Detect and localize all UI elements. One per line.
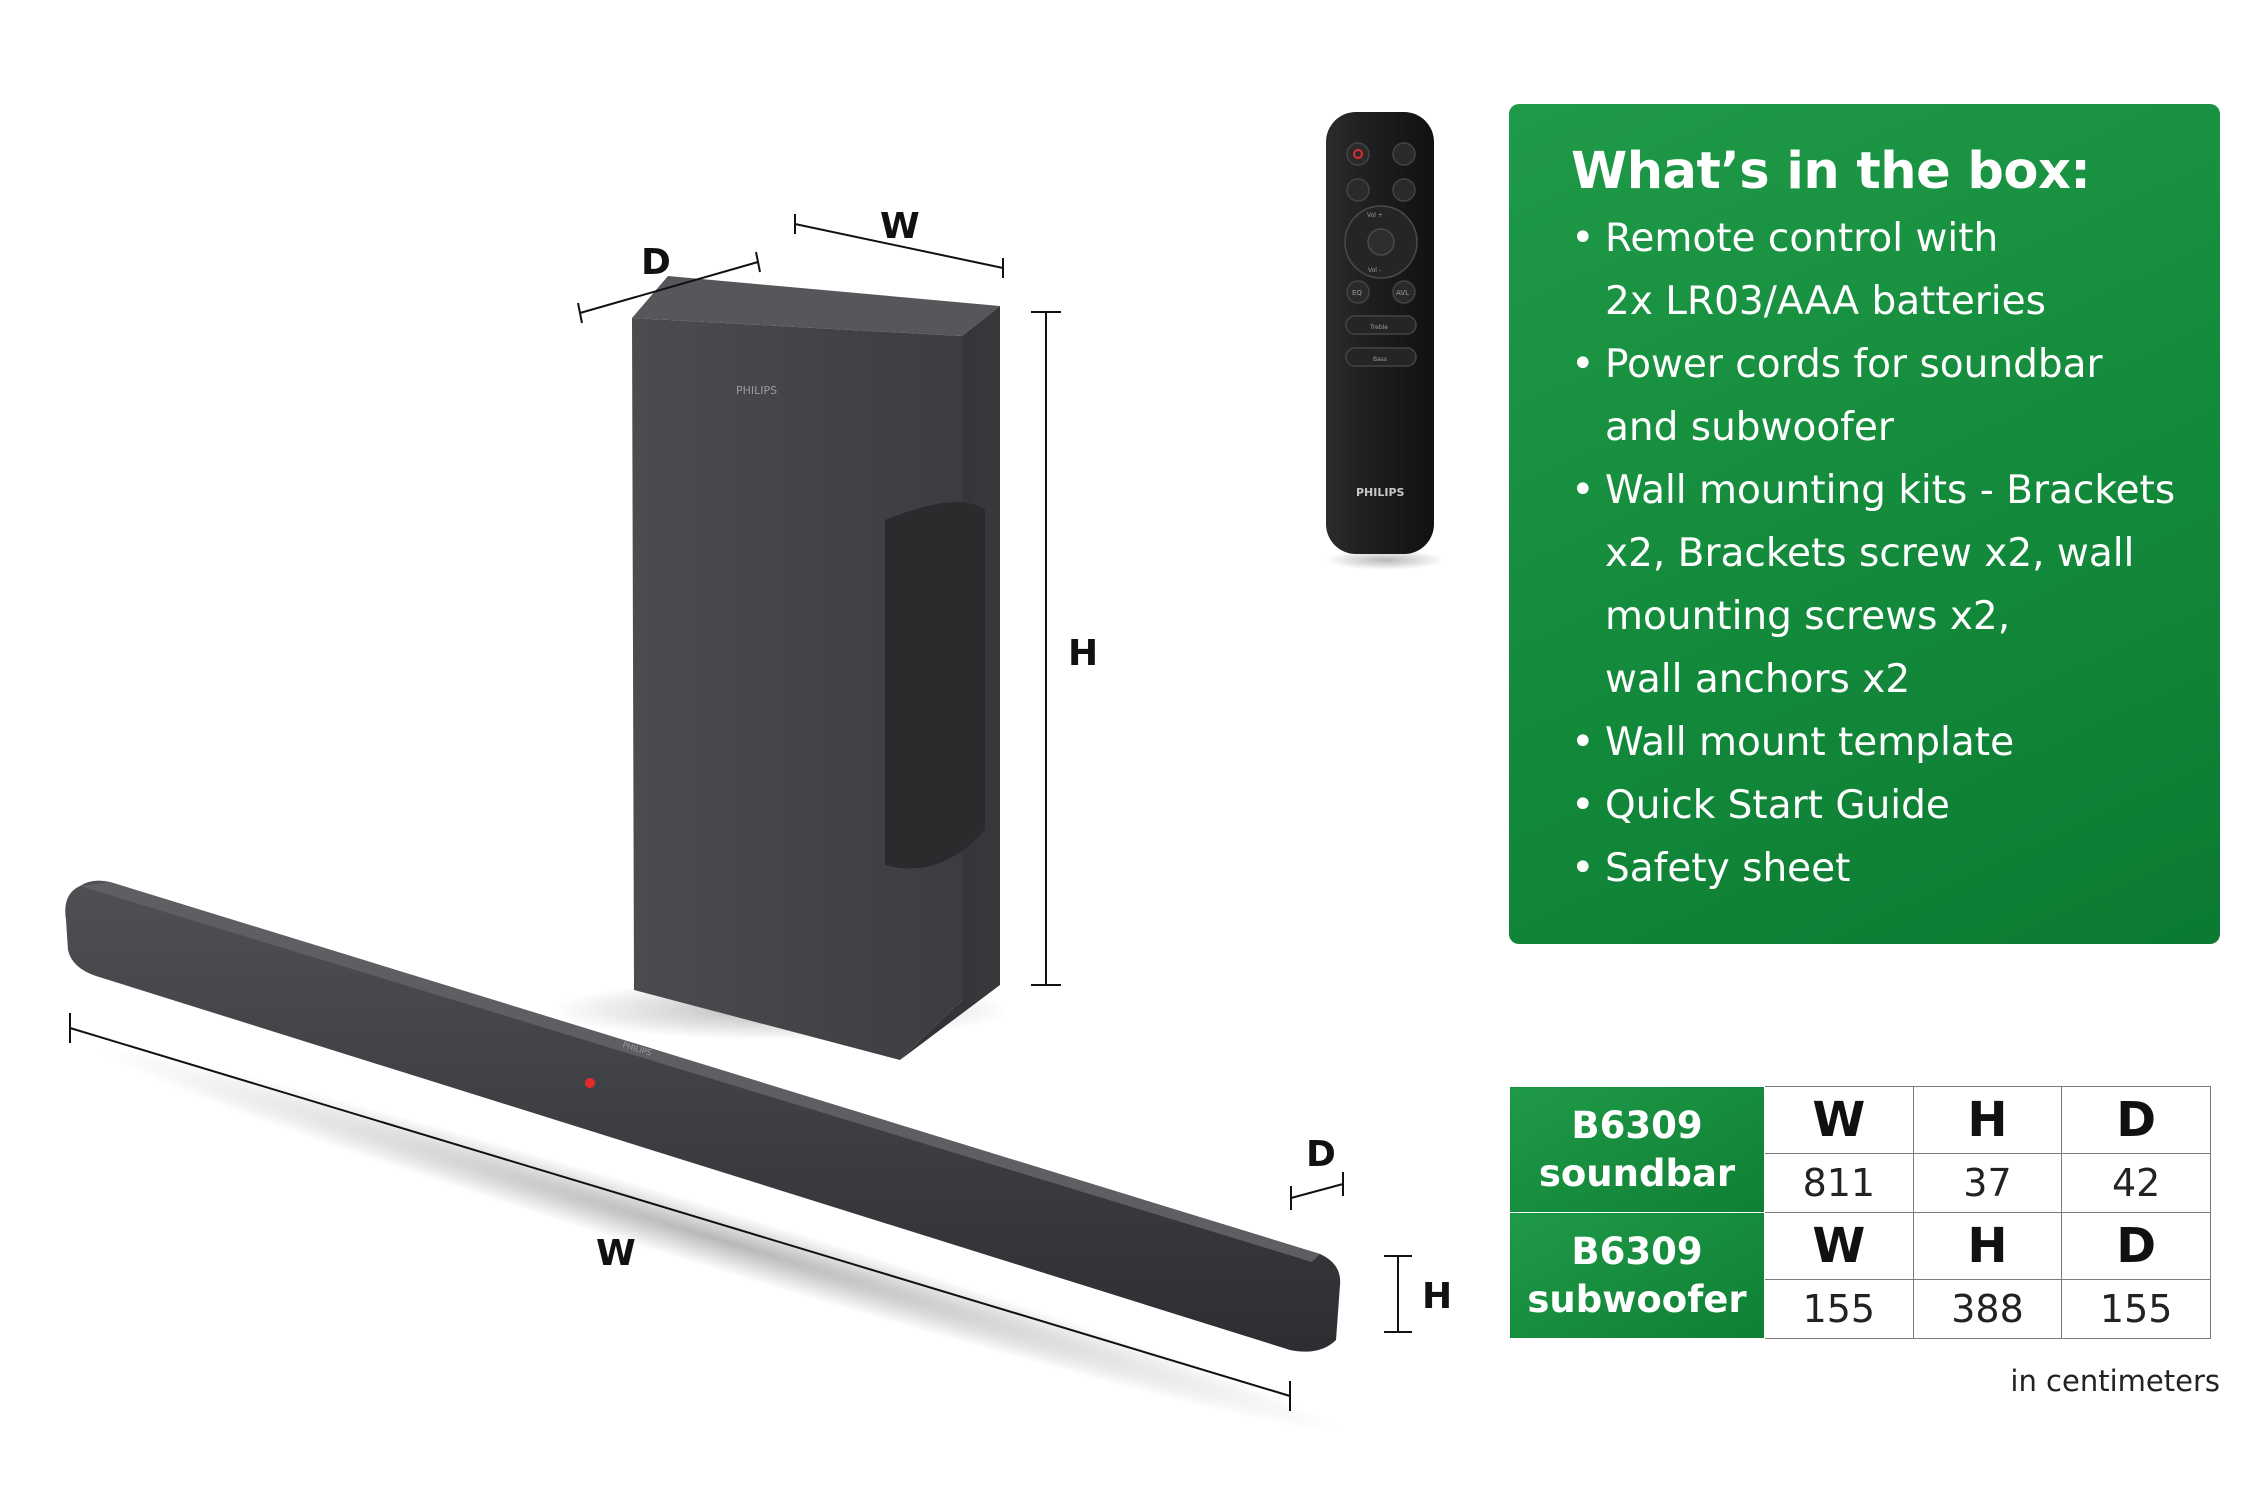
- model-number: B6309: [1571, 1229, 1703, 1273]
- list-item-line: Wall mounting kits - Brackets: [1605, 468, 2176, 513]
- list-item-line: mounting screws x2,: [1605, 594, 2011, 639]
- list-item: Wall mounting kits - Brackets x2, Bracket…: [1571, 459, 2180, 711]
- remote-bass-rocker: [1345, 347, 1417, 367]
- remote-eq-button: [1346, 280, 1370, 304]
- remote-eq-label: EQ: [1352, 289, 1362, 297]
- model-type: subwoofer: [1527, 1277, 1747, 1321]
- column-header-d: D: [2061, 1212, 2211, 1280]
- soundbar-depth-label: D: [1306, 1134, 1336, 1175]
- units-note: in centimeters: [2010, 1364, 2220, 1398]
- list-item: Remote control with 2x LR03/AAA batteries: [1571, 207, 2180, 333]
- table-row: B6309 soundbar W H D: [1509, 1086, 2211, 1213]
- column-header-h: H: [1912, 1212, 2063, 1280]
- list-item: Quick Start Guide: [1571, 774, 2180, 837]
- remote-avl-button: [1392, 280, 1416, 304]
- list-item: Wall mount template: [1571, 711, 2180, 774]
- subwoofer: PHILIPS: [550, 276, 1010, 1060]
- subwoofer-width-label: W: [880, 206, 920, 247]
- column-header-h: H: [1912, 1086, 2063, 1154]
- column-header-w: W: [1764, 1086, 1914, 1154]
- soundbar-width-value: 811: [1764, 1153, 1914, 1213]
- list-item-line: 2x LR03/AAA batteries: [1605, 279, 2046, 324]
- remote-vol-up-label: Vol +: [1367, 212, 1383, 219]
- model-number: B6309: [1571, 1103, 1703, 1147]
- list-item-line: wall anchors x2: [1605, 657, 1911, 702]
- soundbar-width-label: W: [596, 1233, 636, 1274]
- soundbar-depth-value: 42: [2061, 1153, 2211, 1213]
- remote-control: Vol + Vol - EQ AVL Treble Bass PHILIPS: [1325, 112, 1445, 570]
- subwoofer-height-value: 388: [1912, 1279, 2063, 1339]
- list-item: Safety sheet: [1571, 837, 2180, 900]
- soundbar-height-label: H: [1422, 1276, 1452, 1317]
- model-type: soundbar: [1538, 1151, 1736, 1195]
- soundbar-dimension-lines: [69, 1013, 1412, 1411]
- remote-bluetooth-button: [1346, 178, 1370, 202]
- remote-avl-label: AVL: [1396, 289, 1409, 297]
- subwoofer-brand: PHILIPS: [736, 384, 777, 397]
- column-header-d: D: [2061, 1086, 2211, 1154]
- subwoofer-depth-label: D: [641, 242, 671, 283]
- remote-treble-rocker: [1345, 315, 1417, 335]
- model-cell-subwoofer: B6309 subwoofer: [1509, 1212, 1765, 1339]
- soundbar-power-led: [585, 1078, 595, 1088]
- list-item-line: Wall mount template: [1605, 720, 2015, 765]
- list-item-line: and subwoofer: [1605, 405, 1894, 450]
- subwoofer-dimension-lines: [577, 214, 1061, 986]
- subwoofer-width-value: 155: [1764, 1279, 1914, 1339]
- list-item-line: Power cords for soundbar: [1605, 342, 2103, 387]
- list-item-line: Remote control with: [1605, 216, 1999, 261]
- list-item-line: Quick Start Guide: [1605, 783, 1950, 828]
- column-header-w: W: [1764, 1212, 1914, 1280]
- soundbar: PHILIPS: [65, 880, 1342, 1433]
- remote-source-button: [1392, 142, 1416, 166]
- product-illustration: PHILIPS W D H Vol + Vol - EQ AVL Treble: [65, 112, 1452, 1433]
- remote-power-button: [1346, 142, 1370, 166]
- list-item-line: x2, Brackets screw x2, wall: [1605, 531, 2135, 576]
- model-cell-soundbar: B6309 soundbar: [1509, 1086, 1765, 1213]
- subwoofer-height-label: H: [1068, 633, 1098, 674]
- list-item: Power cords for soundbar and subwoofer: [1571, 333, 2180, 459]
- remote-brand: PHILIPS: [1356, 486, 1405, 499]
- table-row: B6309 subwoofer W H D: [1509, 1212, 2211, 1339]
- subwoofer-depth-value: 155: [2061, 1279, 2211, 1339]
- dimensions-table: B6309 soundbar W H D 811 37 42 B6309 sub…: [1509, 1086, 2211, 1339]
- table-row: 155 388 155: [1510, 1279, 2211, 1339]
- remote-vol-down-label: Vol -: [1368, 267, 1381, 274]
- remote-mute-button: [1392, 178, 1416, 202]
- remote-bass-label: Bass: [1373, 356, 1387, 363]
- remote-treble-label: Treble: [1369, 324, 1388, 331]
- list-item-line: Safety sheet: [1605, 846, 1851, 891]
- whats-in-the-box-panel: What’s in the box: Remote control with 2x…: [1509, 104, 2220, 944]
- box-title: What’s in the box:: [1571, 142, 2091, 201]
- soundbar-height-value: 37: [1912, 1153, 2063, 1213]
- box-contents-list: Remote control with 2x LR03/AAA batteries…: [1571, 207, 2180, 900]
